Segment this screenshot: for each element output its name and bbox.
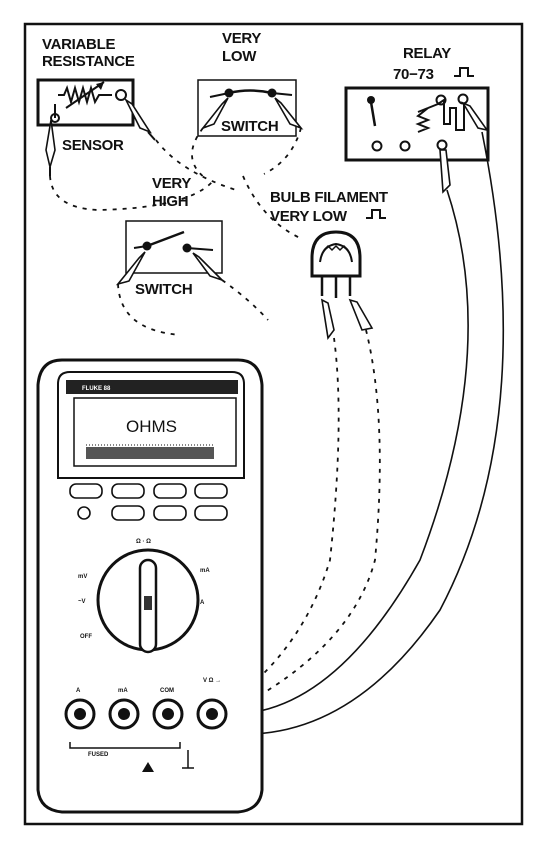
relay-label-2: 70−73 [393, 66, 434, 83]
sensor-terminal-right [115, 89, 127, 101]
probe-icon [115, 251, 146, 286]
meter-button[interactable] [69, 483, 103, 499]
warning-triangle-icon [142, 762, 154, 772]
relay-label-1: RELAY [403, 45, 451, 62]
switch-blade-open [146, 230, 185, 248]
meter-button[interactable] [111, 505, 145, 521]
svg-text:~V: ~V [78, 599, 86, 605]
brand-strip [66, 380, 238, 394]
sensor-label: SENSOR [62, 137, 124, 154]
relay-box [344, 86, 490, 162]
meter-button[interactable] [153, 483, 187, 499]
meter-button[interactable] [194, 505, 228, 521]
bulb-label-1: BULB FILAMENT [270, 189, 388, 206]
probe-icon [123, 97, 153, 134]
switch-blade-closed [228, 89, 273, 95]
test-leads [177, 131, 505, 736]
dial-center-label: Ω · Ω [136, 539, 151, 545]
jack-label-a: A [76, 688, 81, 694]
relay-contact [369, 101, 377, 127]
pulse-symbol-icon [366, 209, 386, 219]
variable-resistance-sensor: VARIABLE RESISTANCE SENSOR [36, 36, 156, 176]
probe-icon [348, 298, 374, 331]
jack-label-ma: mA [118, 688, 128, 694]
svg-text:A: A [200, 600, 205, 606]
fused-label: FUSED [88, 752, 109, 758]
switch-label-top: SWITCH [221, 118, 278, 135]
very-high-label-1: VERY [152, 175, 191, 192]
meter-button[interactable] [194, 483, 228, 499]
variable-arrow [65, 81, 105, 109]
outer-frame [23, 22, 524, 826]
switch-box-bottom [125, 220, 223, 274]
variable-resistance-label-1: VARIABLE [42, 36, 115, 53]
very-low-switch: VERY LOW SWITCH [197, 30, 304, 137]
probe-icon [45, 119, 56, 171]
bar-graph [86, 447, 214, 459]
multimeter: FLUKE 88 OHMS Ω · Ω OFF mV ~V mA A A mA … [36, 358, 264, 814]
input-jack-icon[interactable] [196, 698, 228, 730]
off-label: OFF [80, 634, 92, 640]
probe-icon [320, 298, 335, 340]
bulb-icon [310, 230, 362, 278]
variable-arrow-head [96, 82, 104, 90]
input-jack-icon[interactable] [64, 698, 96, 730]
switch-box-top [197, 79, 297, 137]
very-low-label-1: VERY [222, 30, 261, 47]
very-high-label-2: HIGH [152, 193, 188, 210]
relay-coil [415, 107, 431, 133]
very-high-switch: VERY HIGH SWITCH [115, 175, 223, 298]
relay: RELAY 70−73 [344, 45, 490, 194]
test-lead-black [177, 131, 505, 736]
test-lead-red [222, 189, 469, 715]
svg-text:mV: mV [78, 574, 87, 580]
probe-icon [439, 149, 451, 194]
meter-button[interactable] [153, 505, 187, 521]
input-jack-icon[interactable] [152, 698, 184, 730]
probe-icon [274, 97, 304, 130]
bulb-label-2: VERY LOW [270, 208, 348, 225]
jack-label-v: V Ω → [203, 678, 221, 684]
display-text: OHMS [126, 417, 177, 436]
backlight-button[interactable] [77, 506, 91, 520]
probe-icon [192, 252, 223, 281]
probe-icon [461, 101, 489, 132]
svg-text:mA: mA [200, 568, 210, 574]
switch-label-bottom: SWITCH [135, 281, 192, 298]
sensor-box [36, 78, 135, 127]
bulb-filament: BULB FILAMENT VERY LOW [270, 189, 388, 340]
jack-label-com: COM [160, 688, 174, 694]
resistor-icon [58, 84, 112, 106]
brand-label: FLUKE 88 [82, 386, 111, 392]
input-jack-icon[interactable] [108, 698, 140, 730]
pulse-symbol-icon [454, 67, 474, 77]
filament-coil [323, 244, 349, 252]
very-low-label-2: LOW [222, 48, 257, 65]
meter-button[interactable] [111, 483, 145, 499]
variable-resistance-label-2: RESISTANCE [42, 53, 135, 70]
